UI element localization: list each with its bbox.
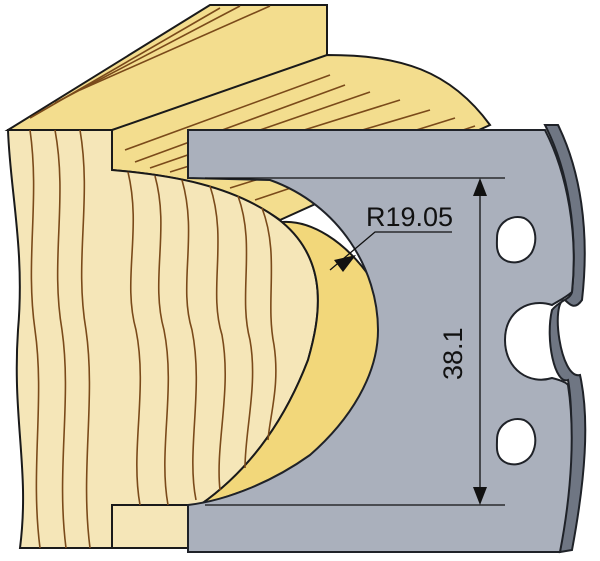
arrow-down-icon — [473, 487, 487, 505]
dimension-lines — [205, 177, 505, 506]
arrow-radius-icon — [334, 255, 356, 272]
knife-hole-bottom — [495, 418, 537, 466]
dimension-arrows — [334, 178, 487, 505]
profile-knife — [187, 124, 587, 554]
knife-side-edge — [543, 124, 587, 554]
height-label: 38.1 — [438, 327, 468, 380]
knife-face — [187, 129, 575, 553]
knife-hole-top — [495, 216, 537, 264]
radius-leader-line — [329, 231, 452, 271]
radius-label: R19.05 — [366, 202, 453, 232]
arrow-up-icon — [473, 178, 487, 196]
